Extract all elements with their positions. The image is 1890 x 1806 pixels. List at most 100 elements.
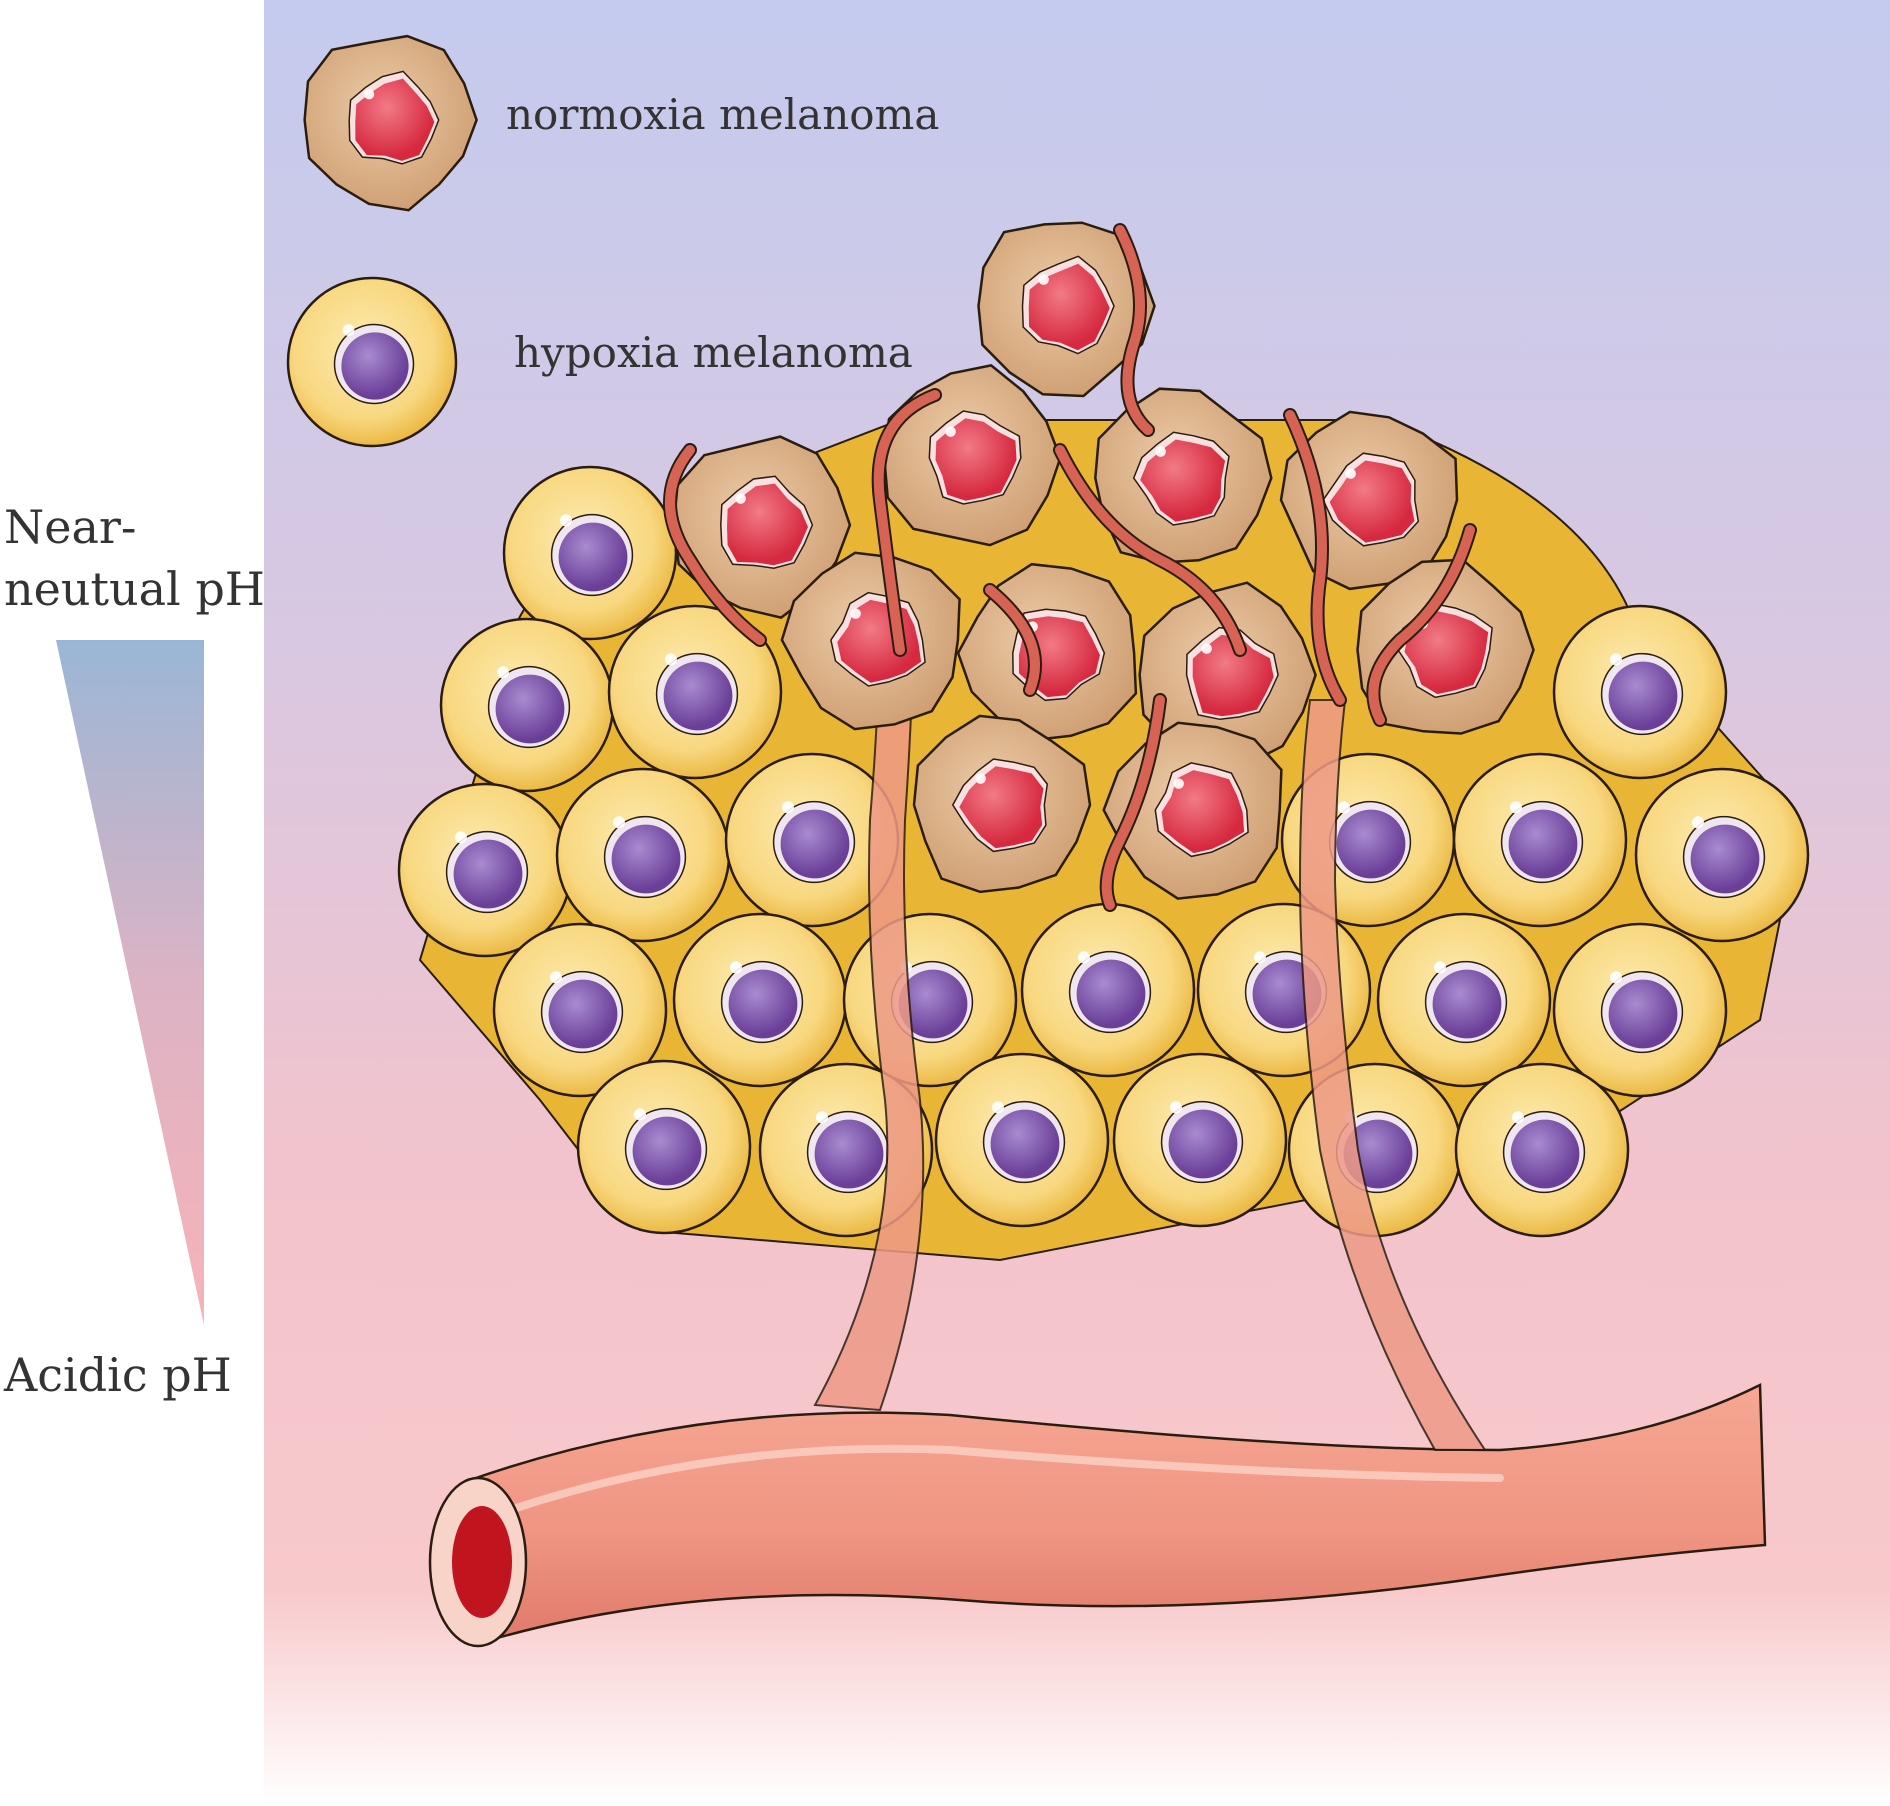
- ph-top-label-line1: Near-: [4, 500, 137, 554]
- capillary: [1115, 225, 1153, 435]
- hypoxia-cell: [576, 1059, 752, 1235]
- normoxia-cell: [303, 34, 478, 212]
- hypoxia-cell: [672, 912, 848, 1088]
- capillary-network: [663, 223, 1477, 912]
- normoxia-cell: [1094, 387, 1273, 564]
- capillary: [873, 390, 940, 655]
- hypoxia-nucleus: [453, 839, 523, 909]
- hypoxia-nucleus: [1608, 979, 1678, 1049]
- highlight: [1155, 446, 1166, 457]
- highlight: [1691, 816, 1704, 829]
- highlight: [549, 971, 562, 984]
- highlight: [1433, 961, 1446, 974]
- hypoxia-cell: [492, 922, 668, 1098]
- highlight: [991, 1101, 1004, 1114]
- hypoxia-cell: [1634, 767, 1810, 943]
- highlight: [363, 89, 375, 100]
- normoxia-nucleus: [1329, 460, 1415, 543]
- normoxia-cell: [672, 435, 852, 619]
- hypoxia-nucleus: [611, 824, 681, 894]
- capillary: [1055, 445, 1245, 655]
- hypoxia-cell: [502, 465, 678, 641]
- hypoxia-nucleus: [1510, 1119, 1580, 1189]
- highlight: [1201, 643, 1212, 654]
- capillary: [1285, 410, 1345, 705]
- hypoxia-cell: [1112, 1052, 1288, 1228]
- hypoxia-nucleus: [495, 674, 565, 744]
- highlight: [1077, 951, 1090, 964]
- normoxia-cell: [912, 714, 1092, 894]
- hypoxia-cell: [934, 1052, 1110, 1228]
- vessel-highlight: [506, 1444, 1504, 1514]
- normoxia-nucleus: [935, 418, 1017, 501]
- hypoxia-nucleus: [728, 969, 798, 1039]
- normoxia-cell: [977, 221, 1156, 398]
- hypoxia-nucleus: [1336, 809, 1406, 879]
- highlight: [1253, 951, 1266, 964]
- ph-top-label-line2: neutual pH: [4, 562, 265, 616]
- ph-gradient-wedge: [56, 640, 204, 1325]
- legend-hypoxia-label: hypoxia melanoma: [514, 328, 913, 377]
- normoxia-nucleus: [959, 766, 1044, 849]
- hypoxia-cell: [439, 617, 615, 793]
- capillary: [1101, 695, 1165, 910]
- hypoxia-nucleus: [1690, 824, 1760, 894]
- hypoxia-cell: [1552, 604, 1728, 780]
- highlight: [1169, 1101, 1182, 1114]
- hypoxia-nucleus: [990, 1109, 1060, 1179]
- highlight: [815, 1111, 828, 1124]
- hypoxia-nucleus: [558, 522, 628, 592]
- normoxia-cell: [883, 364, 1062, 547]
- hypoxia-nucleus: [814, 1119, 884, 1189]
- highlight: [1337, 801, 1350, 814]
- hypoxia-nucleus: [1508, 809, 1578, 879]
- hypoxia-cell: [724, 752, 900, 928]
- highlight: [559, 514, 572, 527]
- hypoxia-nucleus: [1076, 959, 1146, 1029]
- capillary: [665, 445, 765, 645]
- normoxia-cell: [1138, 581, 1317, 766]
- hypoxia-nucleus: [1432, 969, 1502, 1039]
- hypoxia-cell: [555, 767, 731, 943]
- highlight: [945, 426, 956, 437]
- hypoxia-cell: [1376, 912, 1552, 1088]
- highlight: [454, 831, 467, 844]
- highlight: [496, 666, 509, 679]
- highlight: [664, 653, 677, 666]
- highlight: [1038, 274, 1049, 285]
- highlight: [975, 773, 986, 784]
- hypoxia-nucleus: [663, 661, 733, 731]
- capillary: [985, 585, 1040, 695]
- hypoxia-nucleus: [1168, 1109, 1238, 1179]
- legend-normoxia-label: normoxia melanoma: [506, 90, 940, 139]
- highlight: [612, 816, 625, 829]
- normoxia-nucleus: [1192, 634, 1274, 717]
- hypoxia-nucleus: [898, 969, 968, 1039]
- highlight: [1609, 653, 1622, 666]
- hypoxia-nucleus: [780, 809, 850, 879]
- hypoxia-cell: [397, 782, 573, 958]
- hypoxia-nucleus: [632, 1116, 702, 1186]
- highlight: [633, 1108, 646, 1121]
- highlight: [1511, 1111, 1524, 1124]
- highlight: [1345, 468, 1356, 479]
- highlight: [729, 961, 742, 974]
- hypoxia-cell: [286, 276, 458, 448]
- hypoxia-cell: [1020, 902, 1196, 1078]
- highlight: [342, 324, 355, 336]
- hypoxia-cell: [1552, 922, 1728, 1098]
- normoxia-nucleus: [355, 78, 435, 161]
- normoxia-nucleus: [1028, 263, 1110, 351]
- normoxia-nucleus: [1404, 611, 1489, 695]
- highlight: [1609, 971, 1622, 984]
- vessel-lumen: [452, 1506, 512, 1618]
- normoxia-nucleus: [1140, 439, 1226, 522]
- ph-bottom-label: Acidic pH: [4, 1348, 232, 1402]
- normoxia-nucleus: [1161, 770, 1245, 854]
- highlight: [781, 801, 794, 814]
- hypoxia-cell: [607, 604, 783, 780]
- normoxia-nucleus: [727, 483, 808, 566]
- highlight: [1173, 778, 1184, 789]
